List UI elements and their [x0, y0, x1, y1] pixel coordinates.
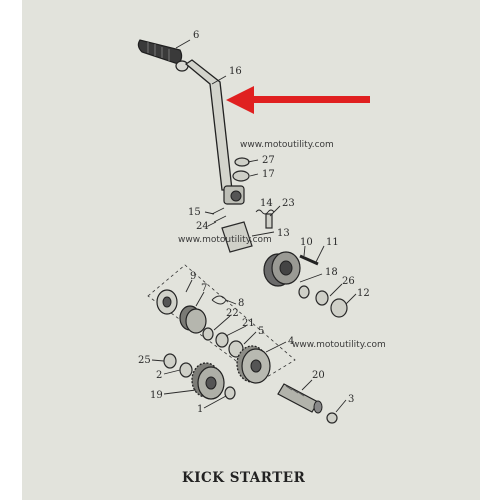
label-2: 2 [156, 370, 162, 381]
label-1: 1 [197, 404, 203, 415]
label-3: 3 [348, 394, 354, 405]
label-9: 9 [190, 271, 196, 282]
label-21: 21 [242, 318, 255, 329]
label-18: 18 [325, 267, 338, 278]
label-27: 27 [262, 155, 275, 166]
label-7: 7 [201, 283, 207, 294]
label-26: 26 [342, 276, 355, 287]
diagram-title: KICK STARTER [182, 470, 306, 486]
watermark-text: www.motoutility.com [292, 340, 386, 350]
part-19 [191, 362, 225, 400]
part-18 [263, 251, 301, 287]
part-17 [232, 170, 250, 182]
label-15: 15 [188, 207, 201, 218]
label-25: 25 [138, 355, 151, 366]
label-12: 12 [357, 288, 370, 299]
label-4: 4 [288, 336, 294, 347]
label-5: 5 [258, 326, 264, 337]
red-arrow-icon [226, 86, 370, 114]
part-4 [236, 345, 271, 384]
part-3 [326, 412, 338, 424]
label-23: 23 [282, 198, 295, 209]
paper-background [22, 0, 480, 500]
watermark-text: www.motoutility.com [240, 140, 334, 150]
label-19: 19 [150, 390, 163, 401]
label-14: 14 [260, 198, 273, 209]
label-16: 16 [229, 66, 242, 77]
part-8 [211, 295, 227, 305]
part-14 [255, 209, 275, 215]
part-9 [156, 289, 178, 315]
part-20 [277, 383, 323, 414]
label-11: 11 [326, 237, 339, 248]
label-13: 13 [277, 228, 290, 239]
part-27 [234, 157, 250, 167]
watermark-text: www.motoutility.com [178, 235, 272, 245]
part-23 [265, 213, 273, 229]
label-20: 20 [312, 370, 325, 381]
label-22: 22 [226, 308, 239, 319]
part-13 [221, 221, 253, 253]
part-7 [179, 305, 207, 334]
label-24: 24 [196, 221, 209, 232]
part-12 [330, 298, 348, 318]
label-6: 6 [193, 30, 199, 41]
label-17: 17 [262, 169, 275, 180]
label-10: 10 [300, 237, 313, 248]
kick-lever [137, 39, 245, 205]
label-8: 8 [238, 298, 244, 309]
leader-lines [151, 39, 357, 413]
